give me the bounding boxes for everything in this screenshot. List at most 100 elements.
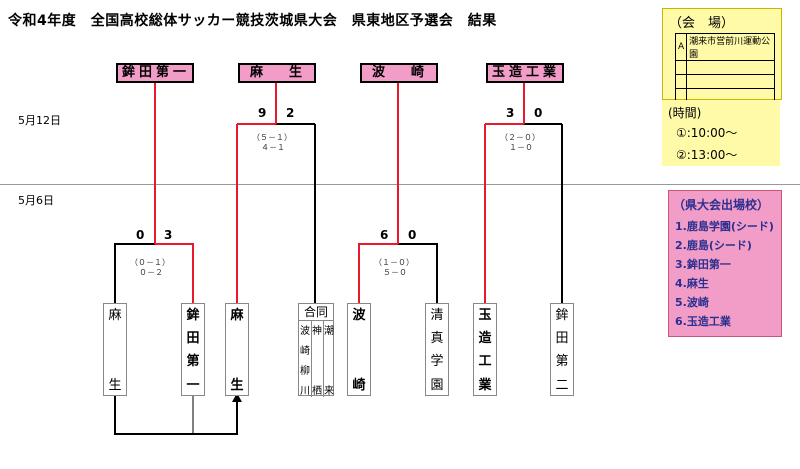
team-char: 波 — [352, 308, 366, 323]
team-char: 来 — [324, 386, 334, 397]
team-char: 麻 — [108, 308, 122, 323]
score-r2g1-right: 2 — [286, 106, 295, 120]
pk-r1g1-line1: （０－１） — [130, 258, 170, 267]
winner-char: 田 — [138, 65, 154, 80]
team-godo-col1 — [299, 320, 312, 397]
pk-r2g1-line1: （５－１） — [252, 133, 292, 142]
team-char: 学 — [430, 354, 444, 369]
team-hokota1: 鉾 田 第 一 — [181, 303, 205, 396]
venue-row — [674, 74, 775, 89]
score-r1g2-right: 0 — [408, 228, 417, 242]
team-char: 真 — [430, 331, 444, 346]
advancing-item: 3.鉾田第一 — [675, 258, 731, 271]
pk-r2g2-line1: （２－０） — [500, 133, 540, 142]
winner-char: 一 — [172, 65, 188, 80]
page-title: 令和4年度 全国高校総体サッカー競技茨城県大会 県東地区予選会 結果 — [8, 13, 497, 29]
team-char: 玉 — [478, 308, 492, 323]
winner-box-hasaki: 波 崎 — [360, 63, 438, 83]
team-char: 二 — [555, 378, 569, 393]
team-char: 川 — [300, 386, 310, 397]
r1g1-right-line — [155, 243, 194, 303]
team-char: 崎 — [300, 346, 310, 357]
time-1: ①:10:00〜 — [676, 126, 738, 140]
team-char: 生 — [108, 378, 122, 393]
team-char: 崎 — [352, 378, 366, 393]
date-round1: 5月6日 — [18, 194, 54, 207]
team-hokota2: 鉾 田 第 二 — [550, 303, 574, 396]
pk-r2g1-line2: ４－１ — [261, 143, 285, 152]
team-char: 業 — [478, 378, 492, 393]
pk-r2g2-line2: １－０ — [509, 143, 533, 152]
score-r1g1-left: 0 — [136, 228, 145, 242]
winner-box-hokota1: 鉾 田 第 一 — [116, 63, 194, 83]
advancing-item: 4.麻生 — [675, 277, 709, 290]
team-char: 神 — [312, 326, 322, 337]
score-r1g2-left: 6 — [380, 228, 389, 242]
advance-arrow-head — [232, 393, 242, 402]
team-char: 栖 — [312, 386, 322, 397]
team-char: 柳 — [300, 366, 310, 377]
team-godo-col2 — [311, 320, 324, 397]
team-char: 鉾 — [555, 308, 569, 323]
team-godo: 合同 波 崎 柳 川 神 栖 潮 来 — [298, 303, 334, 397]
winner-char: 造 — [508, 65, 524, 80]
venue-name — [686, 60, 775, 75]
venue-name — [686, 74, 775, 89]
pk-r1g2-line1: （１－０） — [374, 258, 414, 267]
venue-row — [674, 88, 775, 103]
r1g2-left-line — [358, 243, 398, 303]
team-char: 第 — [555, 354, 569, 369]
venue-title: （会 場） — [669, 16, 735, 31]
advancing-item: 1.鹿島学園(シード) — [675, 220, 774, 233]
team-char: 鉾 — [186, 308, 200, 323]
team-tamatsukuri: 玉 造 工 業 — [473, 303, 497, 396]
score-r1g1-right: 3 — [164, 228, 173, 242]
winner-box-tamatsukuri: 玉 造 工 業 — [486, 63, 564, 83]
team-char: 清 — [430, 308, 444, 323]
winner-box-aso: 麻 生 — [238, 63, 316, 83]
time-2: ②:13:00〜 — [676, 148, 738, 162]
winner-char: 業 — [542, 65, 558, 80]
team-char: 生 — [230, 378, 244, 393]
r1g1-left-line — [114, 243, 155, 303]
team-char: 造 — [478, 331, 492, 346]
score-r2g2-right: 0 — [534, 106, 543, 120]
winner-char: 玉 — [492, 65, 508, 80]
winner-char: 鉾 — [122, 65, 138, 80]
team-char: 潮 — [324, 326, 334, 337]
venue-row — [674, 60, 775, 75]
team-char: 麻 — [230, 308, 244, 323]
winner-char: 工 — [525, 65, 541, 80]
advancing-item: 5.波崎 — [675, 296, 709, 309]
team-godo-col3 — [323, 320, 334, 397]
winner-char: 第 — [155, 65, 171, 80]
pk-r1g1-line2: ０－２ — [139, 268, 163, 277]
advancing-item: 6.玉造工業 — [675, 315, 731, 328]
winner-char: 崎 — [410, 65, 426, 80]
score-r2g1-left: 9 — [258, 106, 267, 120]
time-title: (時間) — [668, 106, 702, 120]
team-aso-1: 麻 生 — [103, 303, 127, 396]
team-hasaki: 波 崎 — [347, 303, 371, 396]
team-godo-header: 合同 — [303, 305, 328, 319]
venue-key — [674, 74, 688, 89]
team-char: 工 — [478, 354, 492, 369]
score-r2g2-left: 3 — [506, 106, 515, 120]
pk-r1g2-line2: ５－０ — [383, 268, 407, 277]
team-aso-2: 麻 生 — [225, 303, 249, 396]
team-char: 波 — [300, 326, 310, 337]
advancing-panel: （県大会出場校） 1.鹿島学園(シード) 2.鹿島(シード) 3.鉾田第一 4.… — [668, 190, 782, 337]
divider — [0, 184, 800, 185]
r1g2-right-line — [398, 243, 438, 303]
team-char: 園 — [430, 378, 444, 393]
winner-char: 波 — [372, 65, 388, 80]
team-seishin: 清 真 学 園 — [425, 303, 449, 396]
date-round2: 5月12日 — [18, 114, 61, 127]
winner-char: 生 — [288, 65, 304, 80]
team-char: 第 — [186, 354, 200, 369]
venue-key — [674, 60, 688, 75]
